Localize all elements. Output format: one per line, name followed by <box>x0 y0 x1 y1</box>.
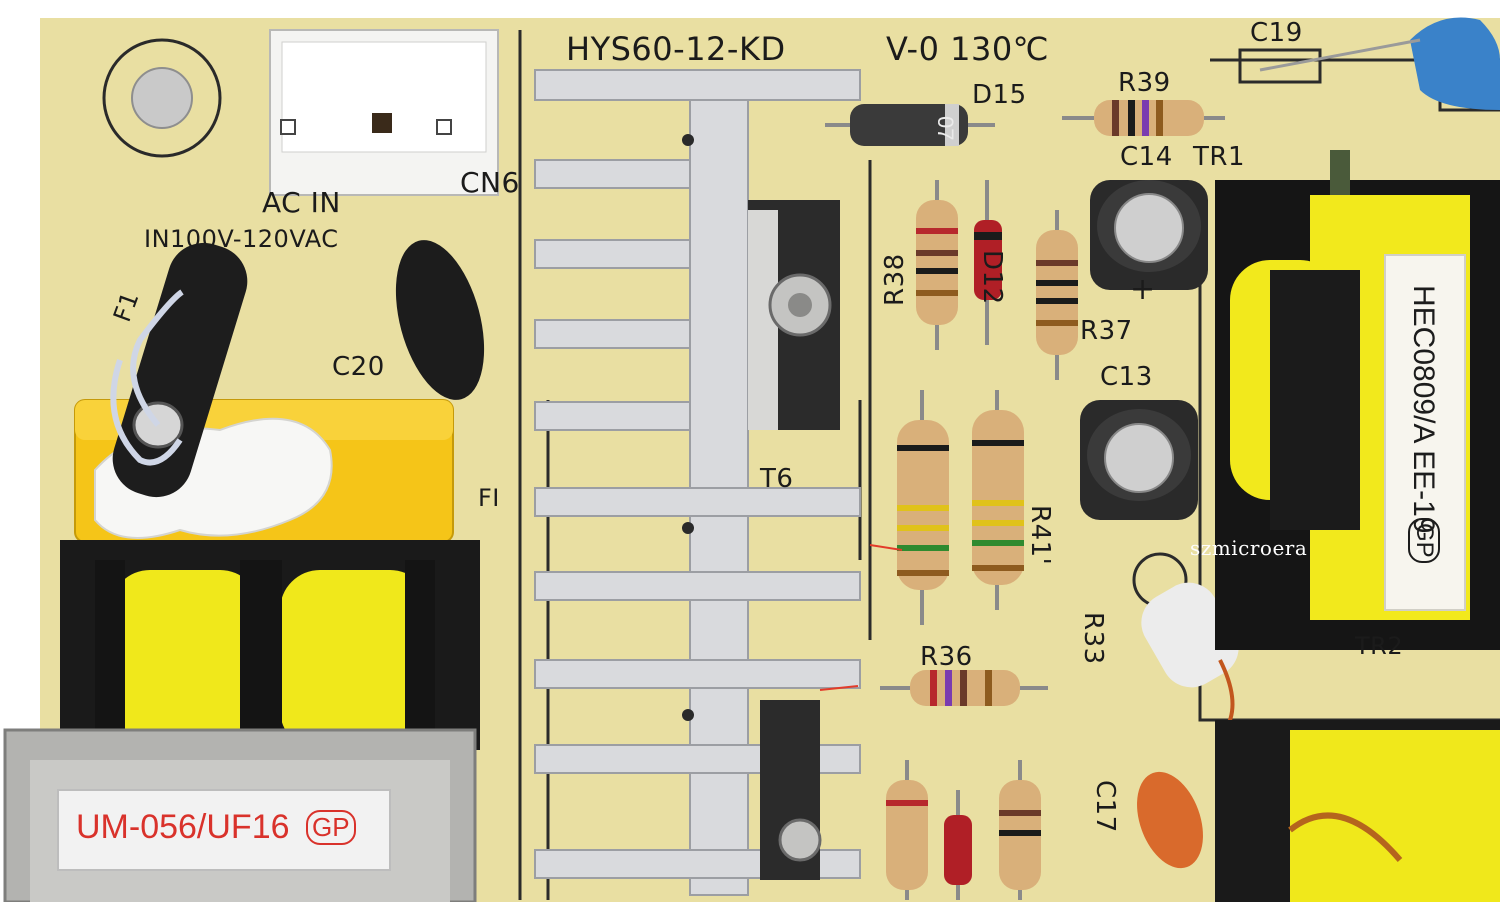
capacitor-c14 <box>1090 180 1208 290</box>
diode-d12 <box>974 180 1002 345</box>
label-d15: D15 <box>972 80 1027 110</box>
tr2-gp-mark: GP <box>1408 518 1440 563</box>
mounting-hole <box>131 67 193 129</box>
varistor <box>395 240 485 400</box>
label-tr1: TR1 <box>1193 142 1245 172</box>
common-mode-choke <box>3 540 480 902</box>
bottom-components <box>886 760 1041 900</box>
label-f1: FI <box>478 484 500 512</box>
label-c20: C20 <box>332 352 385 382</box>
resistor-r36 <box>880 670 1048 706</box>
label-t6: T6 <box>760 464 794 494</box>
board-rating: V-0 130℃ <box>886 30 1050 68</box>
label-r39: R39 <box>1118 68 1171 98</box>
ac-in-label: AC IN <box>262 186 341 219</box>
label-cn6: CN6 <box>460 166 520 199</box>
label-c13: C13 <box>1100 362 1153 392</box>
label-r37: R37 <box>1080 316 1133 346</box>
label-r41: R41' <box>1025 505 1055 566</box>
resistor-pair-r41 <box>897 390 1024 625</box>
label-r38: R38 <box>880 253 910 306</box>
resistor-r38 <box>916 180 958 350</box>
resistor-r39 <box>1062 100 1225 136</box>
polarity-plus: + <box>1130 272 1156 307</box>
transformer-bottom <box>1215 720 1500 902</box>
label-r36: R36 <box>920 642 973 672</box>
heatsink <box>534 69 861 896</box>
transformer-tr2 <box>1215 150 1500 650</box>
tr2-sticker-text: HEC0809/A EE-19 <box>1407 285 1440 534</box>
label-c14: C14 <box>1120 142 1173 172</box>
choke-gp-mark: GP <box>306 810 356 845</box>
label-tr2: TR2 <box>1355 632 1404 660</box>
label-c17: C17 <box>1090 780 1120 833</box>
choke-sticker-text: UM-056/UF16 <box>76 808 290 846</box>
label-c19: C19 <box>1250 18 1303 48</box>
diode-d15-marking: 07 <box>933 116 958 141</box>
watermark: szmicroera <box>1190 536 1308 560</box>
board-model: HYS60-12-KD <box>566 30 786 68</box>
fuse-resistor <box>110 242 248 498</box>
label-d12: D12 <box>977 250 1007 305</box>
input-range-label: IN100V-120VAC <box>144 225 339 253</box>
capacitor-c17 <box>1137 771 1203 869</box>
capacitor-c13 <box>1080 400 1198 520</box>
cn6-connector <box>269 29 499 196</box>
diode-d15 <box>825 104 995 146</box>
mounting-hole-ring <box>102 38 222 158</box>
label-r33: R33 <box>1078 612 1108 665</box>
resistor-r37 <box>1036 210 1078 380</box>
